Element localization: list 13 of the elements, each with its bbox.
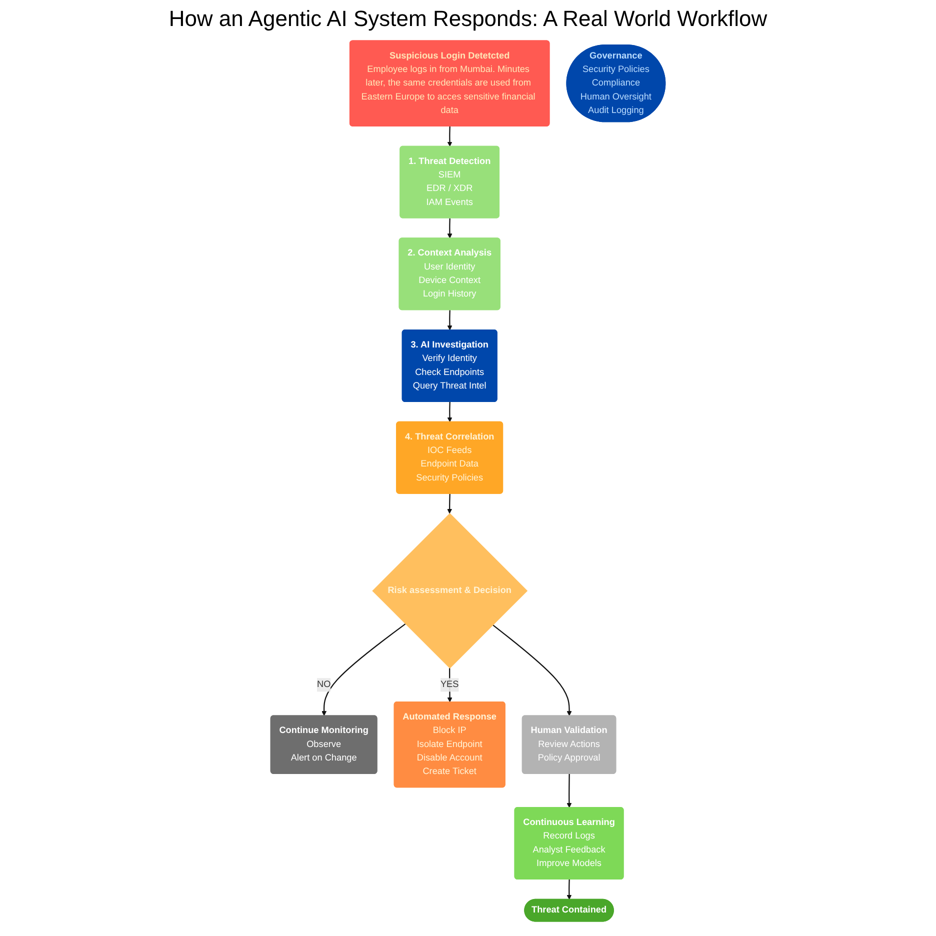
arrow xyxy=(447,218,452,238)
arrow xyxy=(447,494,452,514)
edge-label: YES xyxy=(440,680,459,690)
arrow xyxy=(566,774,572,808)
edge-label: NO xyxy=(316,680,331,690)
arrow xyxy=(322,623,406,716)
arrow xyxy=(447,126,452,147)
diagram-title: How an Agentic AI System Responds: A Real World Workflow xyxy=(168,6,768,32)
arrow xyxy=(492,624,572,716)
arrow xyxy=(447,310,452,330)
arrow xyxy=(447,402,452,422)
arrow xyxy=(566,879,572,900)
node-diamond: Risk assessment & Decision xyxy=(372,513,528,669)
